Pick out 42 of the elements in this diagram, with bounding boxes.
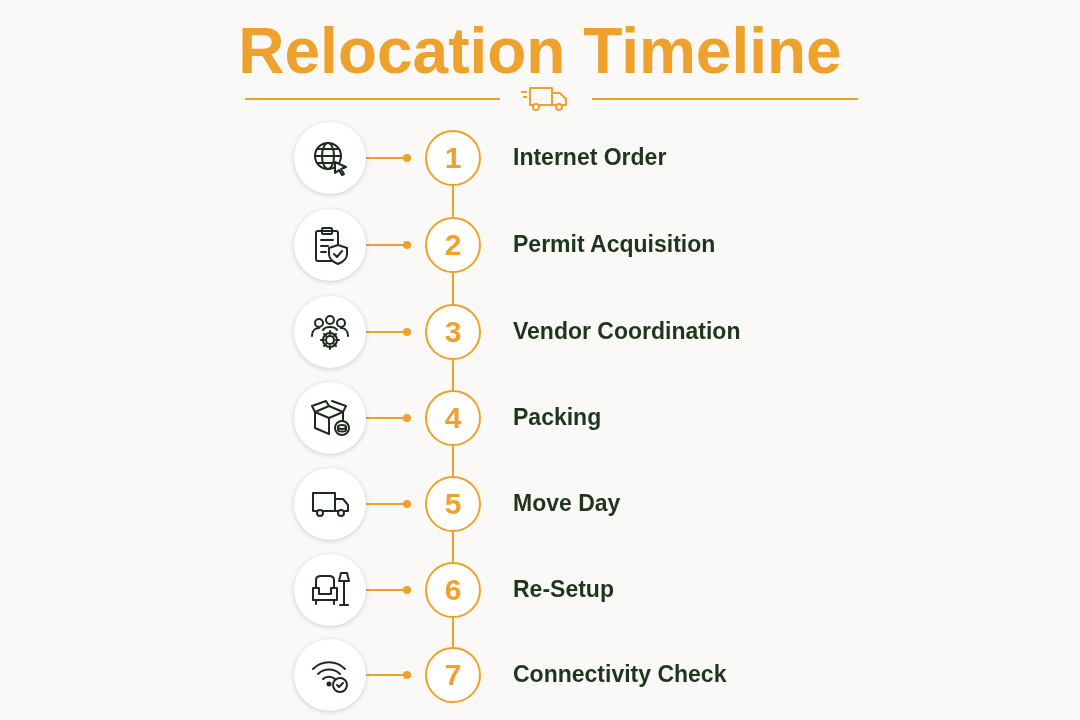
connector-line xyxy=(452,531,454,563)
step-circle xyxy=(425,390,481,446)
step-number: 3 xyxy=(444,317,462,347)
connector xyxy=(365,414,412,422)
connector-line xyxy=(452,617,454,648)
step-circle xyxy=(425,217,481,273)
step-number: 5 xyxy=(444,489,462,519)
icon-circle xyxy=(294,382,366,454)
icon-circle xyxy=(294,554,366,626)
connector xyxy=(365,500,412,508)
step-number: 4 xyxy=(444,403,462,433)
step-label: Connectivity Check xyxy=(513,663,727,686)
step-circle xyxy=(425,130,481,186)
step-label: Permit Acquisition xyxy=(513,233,716,256)
step-number: 1 xyxy=(444,143,462,173)
step-number: 2 xyxy=(444,230,462,260)
icon-circle xyxy=(294,639,366,711)
connector xyxy=(365,671,412,679)
step-number: 6 xyxy=(444,575,462,605)
connector-line xyxy=(452,445,454,477)
icon-circle xyxy=(294,209,366,281)
connector xyxy=(365,154,412,162)
step-circle xyxy=(425,304,481,360)
connector-line xyxy=(452,272,454,305)
connector xyxy=(365,586,412,594)
step-label: Internet Order xyxy=(513,146,667,169)
title: Relocation Timeline xyxy=(238,14,842,88)
step-label: Move Day xyxy=(513,492,621,515)
step-label: Vendor Coordination xyxy=(513,320,741,343)
icon-circle xyxy=(294,296,366,368)
connector xyxy=(365,328,412,336)
step-circle xyxy=(425,476,481,532)
connector-line xyxy=(452,359,454,391)
step-number: 7 xyxy=(444,660,462,690)
icon-circle xyxy=(294,122,366,194)
icon-circle xyxy=(294,468,366,540)
step-label: Re-Setup xyxy=(513,578,614,601)
step-circle xyxy=(425,647,481,703)
step-label: Packing xyxy=(513,406,602,429)
connector xyxy=(365,241,412,249)
step-circle xyxy=(425,562,481,618)
connector-line xyxy=(452,185,454,218)
